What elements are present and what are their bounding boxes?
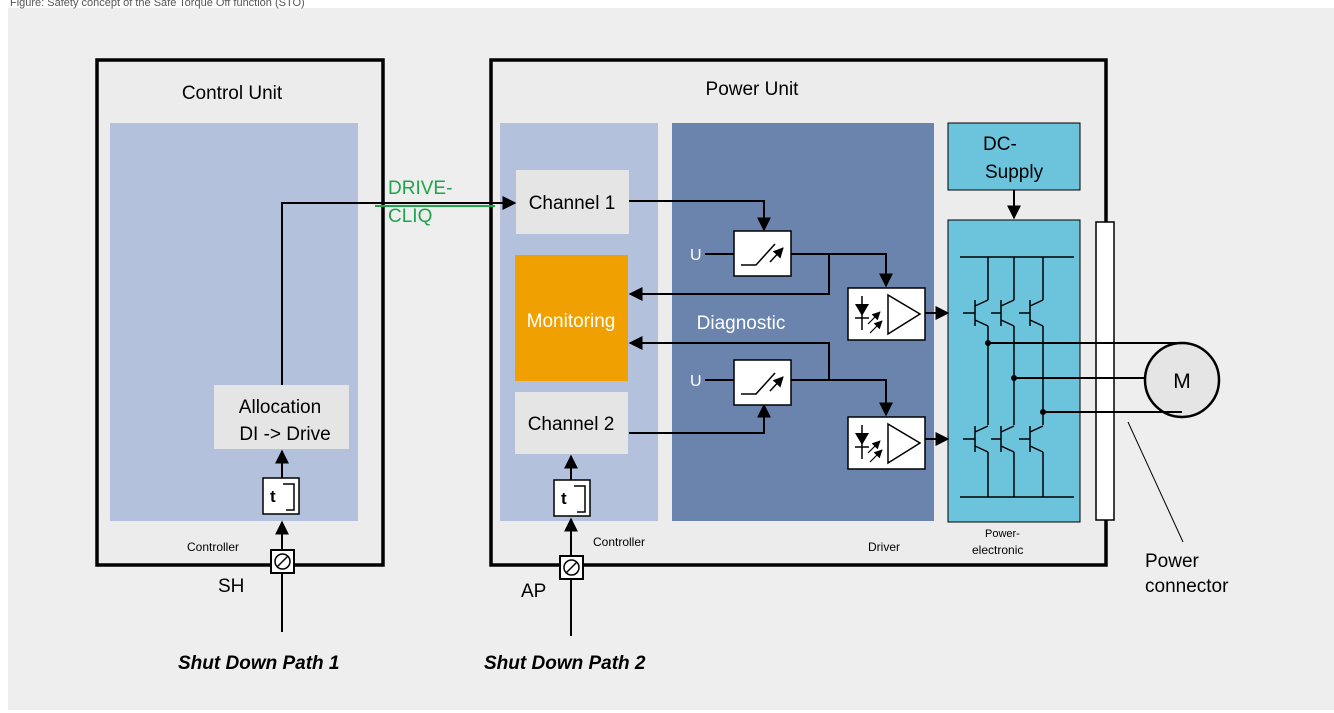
control-unit-controller-label: Controller: [187, 540, 239, 554]
power-unit-title: Power Unit: [706, 79, 800, 100]
phase-junction-3: [1040, 409, 1046, 415]
power-unit-controller-label: Controller: [593, 535, 645, 549]
monitoring-box: [515, 255, 628, 381]
motor-label: M: [1173, 370, 1191, 393]
voltage-sensor-2-icon: [733, 359, 792, 406]
dc-supply-box: [947, 122, 1081, 191]
wiring: [275, 190, 1182, 636]
terminal-sh-label: SH: [218, 576, 244, 597]
timer-icon: t: [262, 477, 300, 515]
igbt-bridge-icon: [960, 256, 1074, 498]
power-unit: Power Unit Channel 1 Monitoring Channel …: [484, 58, 1108, 674]
control-unit: Control Unit Allocation DI -> Drive t Co…: [95, 58, 385, 674]
svg-text:t: t: [561, 489, 567, 508]
control-unit-title: Control Unit: [182, 83, 283, 104]
dc-supply-label-line1: DC-: [983, 134, 1017, 155]
terminal-sh-icon: [270, 549, 295, 574]
optocoupler-2-icon: [847, 416, 926, 470]
diagnostic-label: Diagnostic: [697, 313, 786, 334]
timer-icon-2: t: [553, 479, 591, 517]
drive-cliq-label-line2: CLIQ: [388, 206, 432, 227]
power-connector-leader: [1127, 421, 1184, 543]
power-connector-label-line2: connector: [1145, 576, 1229, 597]
power-electronic-label-line2: electronic: [972, 543, 1023, 557]
channel-2-label: Channel 2: [528, 414, 615, 435]
allocation-label-line1: Allocation: [239, 397, 321, 418]
power-electronic-label-line1: Power-: [985, 528, 1020, 540]
optocoupler-1-icon: [847, 287, 926, 341]
voltage-symbol-2: U: [690, 373, 702, 390]
allocation-label-line2: DI -> Drive: [239, 424, 330, 445]
terminal-ap-icon: [559, 555, 584, 580]
shutdown-path-2-label: Shut Down Path 2: [484, 653, 646, 674]
monitoring-label: Monitoring: [527, 311, 616, 332]
power-connector-label-line1: Power: [1145, 551, 1200, 572]
voltage-symbol-1: U: [690, 247, 702, 264]
figure-caption: Figure: Safety concept of the Safe Torqu…: [10, 0, 305, 9]
drive-cliq-label-line1: DRIVE-: [388, 178, 452, 199]
power-connector-bar: [1095, 221, 1115, 521]
terminal-ap-label: AP: [521, 581, 546, 602]
svg-text:t: t: [270, 487, 276, 506]
channel-1-label: Channel 1: [529, 193, 616, 214]
dc-supply-label-line2: Supply: [985, 162, 1044, 183]
shutdown-path-1-label: Shut Down Path 1: [178, 653, 340, 674]
phase-junction-2: [1011, 375, 1017, 381]
phase-junction-1: [985, 340, 991, 346]
allocation-box: [214, 385, 349, 449]
control-unit-inner-panel: [110, 123, 358, 521]
driver-label: Driver: [868, 540, 900, 554]
voltage-sensor-1-icon: [733, 230, 792, 277]
channel-2-box: [515, 392, 628, 454]
channel-1-box: [516, 170, 629, 234]
